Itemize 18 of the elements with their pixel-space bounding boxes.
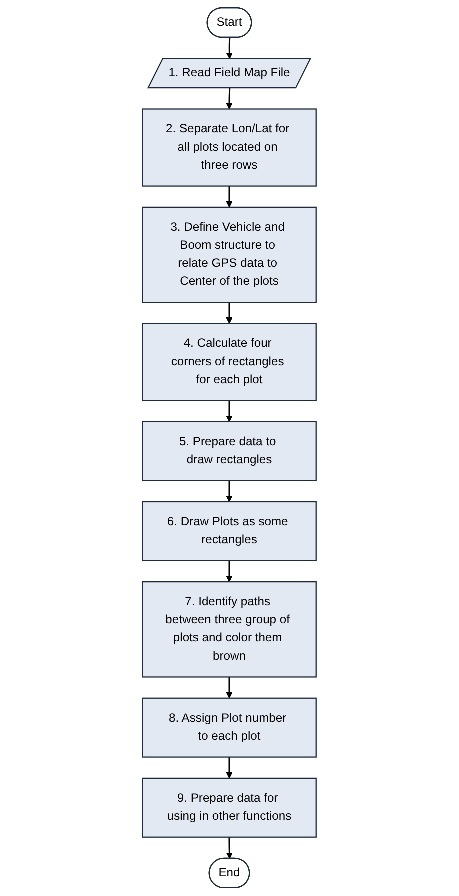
- node-box: 2. Separate Lon/Lat for all plots located on three rows: [142, 108, 317, 187]
- arrow: [226, 560, 233, 582]
- arrow: [226, 38, 233, 60]
- node-box: 3. Define Vehicle and Boom structure to relate GPS data to Center of the plots: [142, 206, 317, 304]
- node-box: 6. Draw Plots as some rectangles: [142, 501, 317, 562]
- arrow: [226, 88, 233, 110]
- arrow: [226, 186, 233, 208]
- arrow: [226, 837, 233, 860]
- node-box: 8. Assign Plot number to each plot: [142, 698, 317, 758]
- arrow: [226, 302, 233, 324]
- arrow: [226, 480, 233, 502]
- arrow: [226, 400, 233, 422]
- node-box: 5. Prepare data to draw rectangles: [142, 421, 317, 482]
- arrow: [226, 757, 233, 779]
- node-box: 4. Calculate four corners of rectangles for each plot: [142, 323, 317, 402]
- node-box: 7. Identify paths between three group of plots and color them brown: [142, 582, 317, 678]
- arrow: [226, 677, 233, 699]
- node-box: 9. Prepare data for using in other functions: [142, 778, 317, 838]
